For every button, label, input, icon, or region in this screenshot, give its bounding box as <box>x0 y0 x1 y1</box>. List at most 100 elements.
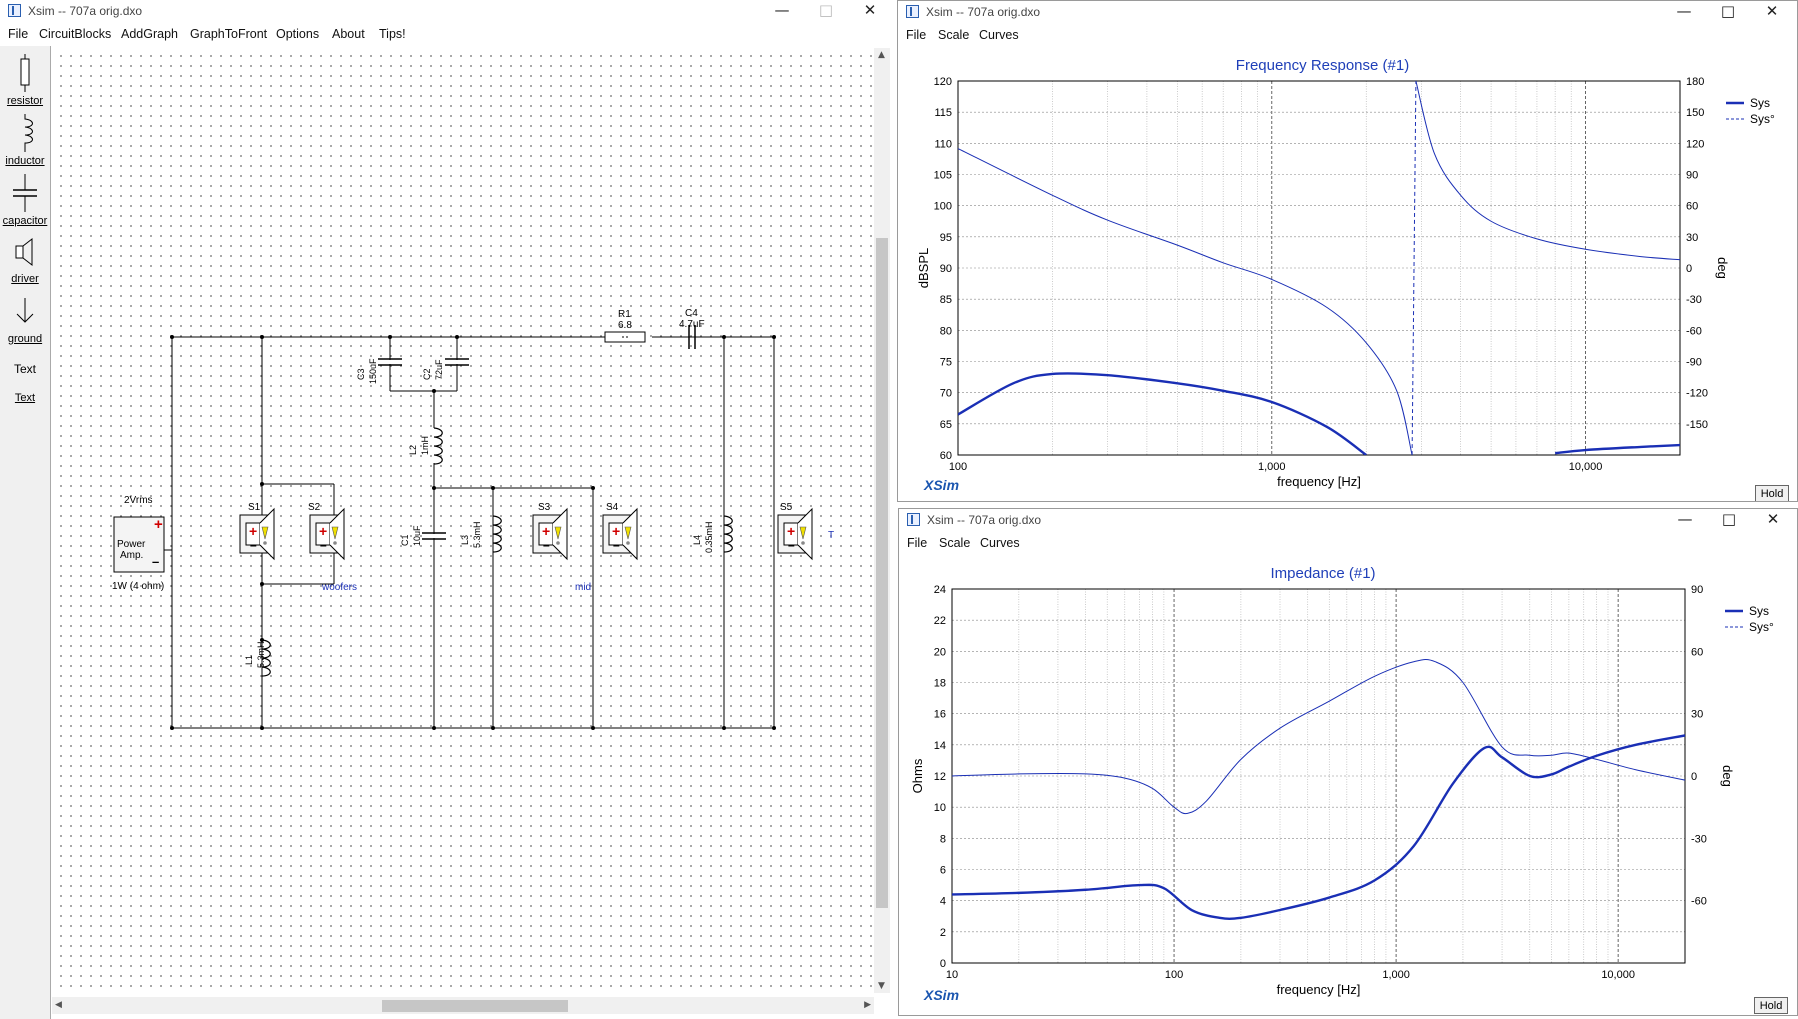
capacitor-icon <box>13 174 37 212</box>
vertical-scroll-thumb[interactable] <box>876 238 888 908</box>
tool-label: driver <box>11 273 39 285</box>
horizontal-scroll-thumb[interactable] <box>382 1000 568 1012</box>
y-tick-label: 105 <box>934 170 952 182</box>
y2-tick-label: 120 <box>1686 138 1704 150</box>
y-tick-label: 70 <box>940 388 952 400</box>
scroll-left-icon[interactable]: ◀ <box>55 1000 62 1010</box>
menu-curves[interactable]: Curves <box>979 28 1019 42</box>
y-tick-label: 18 <box>934 678 946 690</box>
horizontal-scrollbar[interactable]: ◀ ▶ <box>52 997 874 1014</box>
s2-label: S2 <box>308 502 321 513</box>
y-tick-label: 95 <box>940 232 952 244</box>
ground-icon <box>16 298 34 323</box>
amp-label-1: Power <box>117 539 146 550</box>
tool-driver[interactable]: driver <box>0 236 50 285</box>
r1-name: R1 <box>618 309 631 320</box>
x-tick-label: 1,000 <box>1382 969 1410 981</box>
minimize-icon[interactable]: — <box>1676 2 1692 20</box>
menu-file[interactable]: File <box>907 536 928 550</box>
imp-titlebar[interactable]: Xsim -- 707a orig.dxo — □ ✕ <box>899 509 1797 531</box>
graph-title: Frequency Response (#1) <box>1235 57 1410 74</box>
inductor-icon <box>24 114 33 152</box>
y-tick-label: 8 <box>940 833 946 845</box>
y-tick-label: 2 <box>940 927 946 939</box>
y-tick-label: 12 <box>934 771 946 783</box>
scroll-down-icon[interactable]: ▼ <box>878 981 885 991</box>
menu-tips[interactable]: Tips! <box>379 27 406 41</box>
tool-resistor[interactable]: resistor <box>0 54 50 107</box>
c3-value: 150uF <box>368 358 378 384</box>
menu-scale[interactable]: Scale <box>938 28 970 42</box>
y-tick-label: 110 <box>934 138 952 150</box>
maximize-icon[interactable]: □ <box>818 1 834 19</box>
y-tick-label: 24 <box>934 584 946 596</box>
series-line-magnitude <box>958 372 1367 455</box>
menu-circuitblocks[interactable]: CircuitBlocks <box>39 27 112 41</box>
menu-file[interactable]: File <box>8 27 29 41</box>
hold-button[interactable]: Hold <box>1754 997 1788 1014</box>
mid-note: mid <box>575 582 591 593</box>
close-icon[interactable]: ✕ <box>1766 510 1780 528</box>
menu-file[interactable]: File <box>906 28 927 42</box>
x-axis-label: frequency [Hz] <box>1277 982 1361 997</box>
minimize-icon[interactable]: — <box>1677 510 1693 528</box>
tool-ground[interactable]: ground <box>0 296 50 345</box>
y2-tick-label: 60 <box>1691 646 1703 658</box>
l3-name: L3 <box>460 535 470 545</box>
scroll-right-icon[interactable]: ▶ <box>864 1000 871 1010</box>
schematic-menubar: File CircuitBlocks AddGraph GraphToFront… <box>0 24 896 44</box>
series-line-magnitude <box>1555 443 1680 455</box>
y2-tick-label: 90 <box>1691 584 1703 596</box>
svg-text:–: – <box>152 554 159 569</box>
y-tick-label: 4 <box>940 896 946 908</box>
tool-label: inductor <box>5 155 45 167</box>
y2-tick-label: -150 <box>1686 419 1708 431</box>
menu-graphtofront[interactable]: GraphToFront <box>190 27 268 41</box>
frequency-response-chart[interactable]: 6065707580859095100105110115120-150-120-… <box>898 61 1798 501</box>
y-tick-label: 20 <box>934 646 946 658</box>
y-tick-label: 60 <box>940 450 952 462</box>
series-line-phase <box>952 659 1685 815</box>
y2-tick-label: -120 <box>1686 388 1708 400</box>
tool-inductor[interactable]: inductor <box>0 114 50 167</box>
y2-tick-label: 0 <box>1686 263 1692 275</box>
maximize-icon[interactable]: □ <box>1720 2 1736 20</box>
power-amp-block[interactable] <box>113 516 165 573</box>
menu-options[interactable]: Options <box>276 27 320 41</box>
tool-text[interactable]: Text <box>0 392 50 404</box>
xsim-app-icon <box>8 4 21 17</box>
l2-value: 1mH <box>420 436 430 455</box>
schematic-titlebar[interactable]: Xsim -- 707a orig.dxo — □ ✕ <box>0 0 896 22</box>
xsim-app-icon <box>906 5 919 18</box>
plot-frame <box>957 80 1681 456</box>
x-tick-label: 100 <box>949 461 967 473</box>
menu-addgraph[interactable]: AddGraph <box>121 27 178 41</box>
tool-text-plain[interactable]: Text <box>0 362 50 376</box>
x-tick-label: 10,000 <box>1601 969 1635 981</box>
menu-curves[interactable]: Curves <box>980 536 1020 550</box>
amp-rating: 1W (4 ohm) <box>112 581 164 592</box>
y-axis-label: dBSPL <box>916 248 931 288</box>
close-icon[interactable]: ✕ <box>863 1 877 19</box>
hold-button[interactable]: Hold <box>1755 485 1789 501</box>
schematic-canvas[interactable]: + – <box>52 48 874 993</box>
tool-label: ground <box>7 333 43 345</box>
series-line-phase <box>1415 81 1680 261</box>
legend-label: Sys° <box>1750 112 1775 126</box>
close-icon[interactable]: ✕ <box>1765 2 1779 20</box>
x-axis-label: frequency [Hz] <box>1277 474 1361 489</box>
menu-about[interactable]: About <box>332 27 365 41</box>
scroll-up-icon[interactable]: ▲ <box>878 50 885 60</box>
tool-label: Text <box>13 362 36 376</box>
series-line-phase <box>1411 81 1417 455</box>
minimize-icon[interactable]: — <box>774 1 790 19</box>
l1-name: L1 <box>244 655 254 665</box>
y2-tick-label: -30 <box>1686 294 1702 306</box>
y2-tick-label: -60 <box>1686 325 1702 337</box>
maximize-icon[interactable]: □ <box>1721 510 1737 528</box>
vertical-scrollbar[interactable]: ▲ ▼ <box>874 48 890 993</box>
tool-capacitor[interactable]: capacitor <box>0 174 50 227</box>
freq-titlebar[interactable]: Xsim -- 707a orig.dxo — □ ✕ <box>898 1 1797 23</box>
menu-scale[interactable]: Scale <box>939 536 971 550</box>
